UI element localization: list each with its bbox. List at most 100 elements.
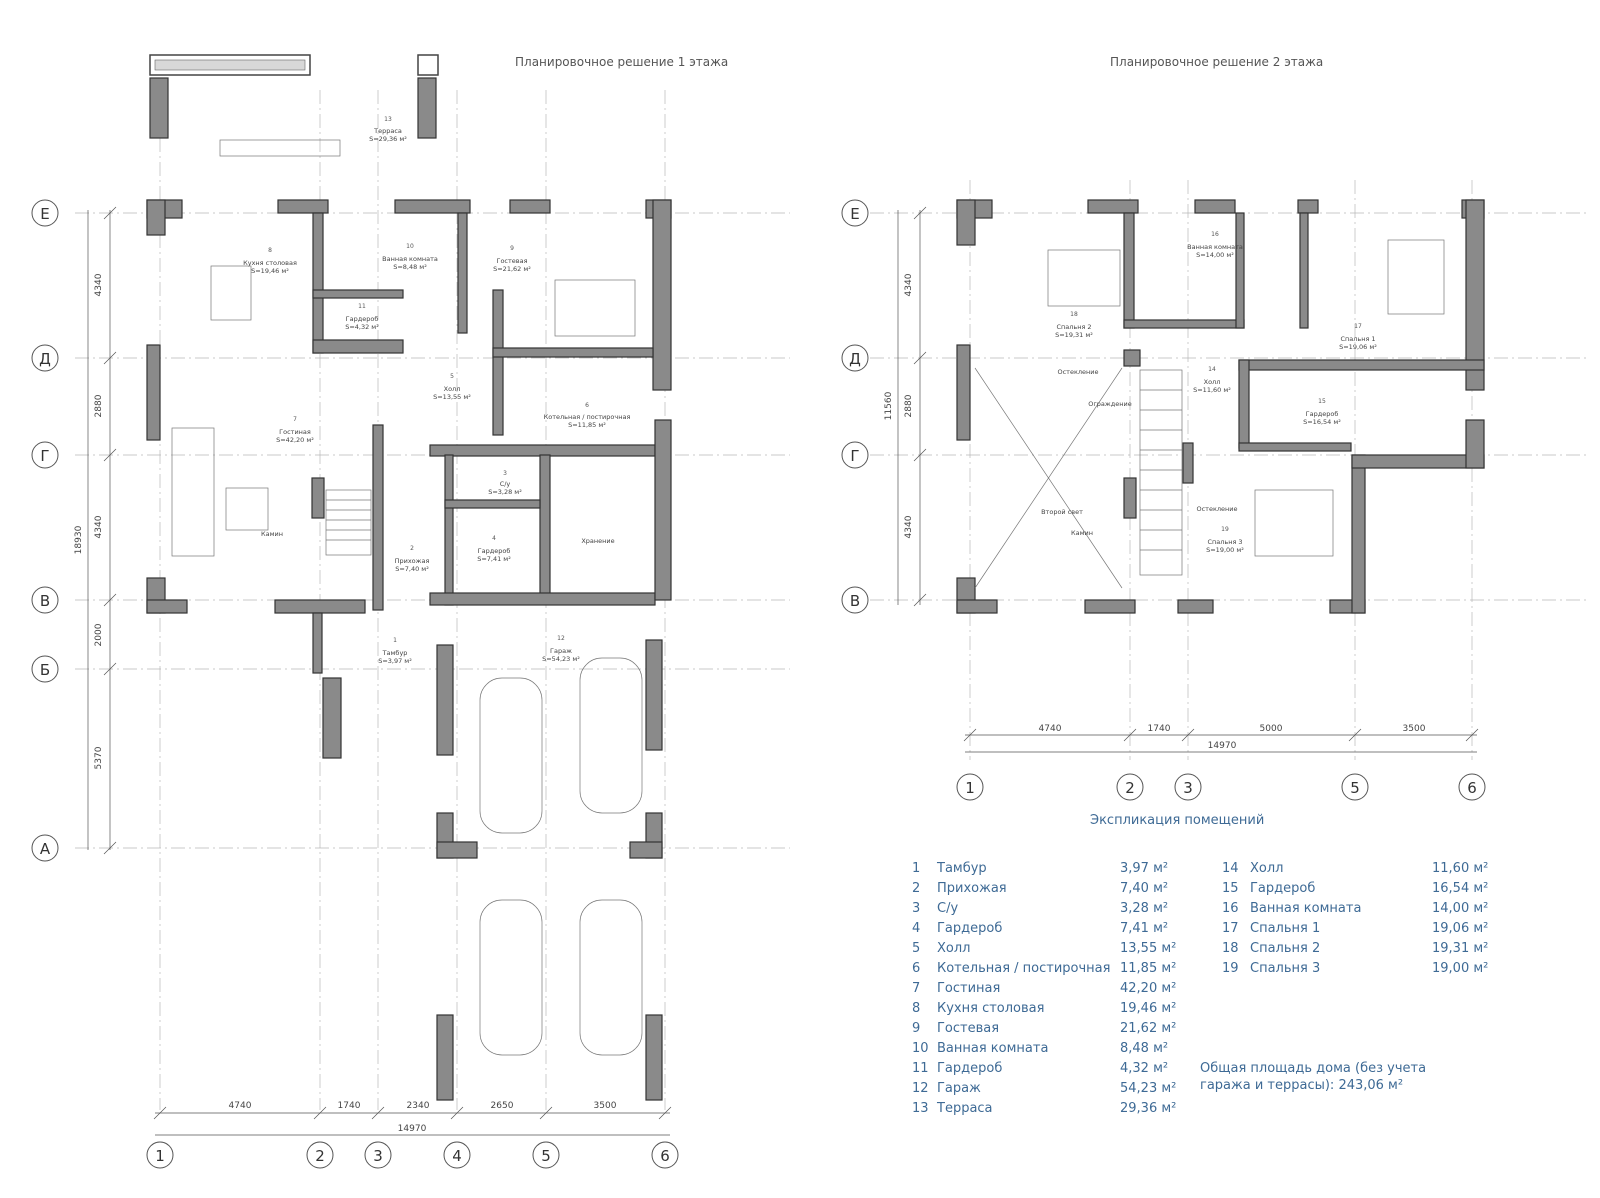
legend-room-name: Спальня 3 bbox=[1250, 961, 1321, 976]
legend-room-area: 13,55 м² bbox=[1120, 941, 1177, 956]
room-number: 7 bbox=[293, 416, 297, 423]
axis-label: 5 bbox=[1350, 779, 1360, 797]
legend-room-name: Холл bbox=[1250, 861, 1284, 876]
legend-room-number: 6 bbox=[912, 961, 921, 976]
room-name: Гостевая bbox=[496, 257, 527, 265]
axis-label: Д bbox=[39, 350, 51, 368]
dimension-label: 5000 bbox=[1260, 724, 1283, 734]
room-area: S=42,20 м² bbox=[276, 436, 314, 444]
room-number: 8 bbox=[268, 247, 272, 254]
room-number: 9 bbox=[510, 245, 514, 252]
legend-room-number: 15 bbox=[1222, 881, 1239, 896]
room-number: 13 bbox=[384, 116, 392, 123]
legend-room-area: 54,23 м² bbox=[1120, 1081, 1177, 1096]
room-name: Прихожая bbox=[395, 557, 430, 565]
legend-room-name: Гостиная bbox=[937, 981, 1001, 996]
legend-room-name: С/у bbox=[937, 901, 959, 916]
legend-title: Экспликация помещений bbox=[1090, 813, 1265, 828]
legend-room-area: 4,32 м² bbox=[1120, 1061, 1169, 1076]
room-name: Гардероб bbox=[346, 315, 379, 323]
legend-room-area: 16,54 м² bbox=[1432, 881, 1489, 896]
floor2-title: Планировочное решение 2 этажа bbox=[1110, 55, 1323, 69]
floor2-row-axes: Е Д Г В bbox=[841, 199, 869, 614]
legend-room-name: Спальня 1 bbox=[1250, 921, 1321, 936]
legend-room-name: Гардероб bbox=[937, 1061, 1003, 1076]
legend-room-area: 3,97 м² bbox=[1120, 861, 1169, 876]
legend-room-name: Кухня столовая bbox=[937, 1001, 1045, 1016]
dimension-label: 3500 bbox=[594, 1101, 617, 1111]
axis-label: 6 bbox=[1467, 779, 1477, 797]
storage-label: Хранение bbox=[581, 537, 614, 545]
room-area: S=19,06 м² bbox=[1339, 343, 1377, 351]
glazing-label: Остекление bbox=[1196, 505, 1237, 513]
legend-room-number: 11 bbox=[912, 1061, 929, 1076]
room-name: Гардероб bbox=[478, 547, 511, 555]
room-number: 16 bbox=[1211, 231, 1219, 238]
room-number: 3 bbox=[503, 470, 507, 477]
floor1-row-axes: Е Д Г В Б А bbox=[31, 199, 59, 862]
dimension-label: 2650 bbox=[491, 1101, 514, 1111]
legend-room-number: 2 bbox=[912, 881, 921, 896]
axis-label: В bbox=[40, 592, 50, 610]
axis-label: 2 bbox=[315, 1147, 325, 1165]
room-area: S=3,97 м² bbox=[378, 657, 412, 665]
room-area: S=3,28 м² bbox=[488, 488, 522, 496]
legend-room-area: 42,20 м² bbox=[1120, 981, 1177, 996]
legend-room-number: 4 bbox=[912, 921, 921, 936]
legend-room-area: 19,46 м² bbox=[1120, 1001, 1177, 1016]
axis-label: 3 bbox=[1183, 779, 1193, 797]
axis-label: 1 bbox=[155, 1147, 165, 1165]
dimension-label: 2880 bbox=[904, 394, 914, 417]
room-name: Тамбур bbox=[382, 649, 408, 657]
floor2-horizontal-dimensions: 4740 1740 5000 3500 14970 bbox=[963, 724, 1479, 753]
room-name: Холл bbox=[444, 385, 461, 393]
room-area: S=29,36 м² bbox=[369, 135, 407, 143]
room-number: 5 bbox=[450, 373, 454, 380]
legend-room-number: 14 bbox=[1222, 861, 1239, 876]
dimension-label: 4340 bbox=[904, 273, 914, 296]
room-area: S=8,48 м² bbox=[393, 263, 427, 271]
room-number: 14 bbox=[1208, 366, 1216, 373]
legend-room-name: Тамбур bbox=[937, 861, 987, 876]
legend-room-name: Гостевая bbox=[937, 1021, 1000, 1036]
room-name: Гардероб bbox=[1306, 410, 1339, 418]
legend-room-name: Терраса bbox=[937, 1101, 993, 1116]
legend-room-area: 19,00 м² bbox=[1432, 961, 1489, 976]
room-number: 2 bbox=[410, 545, 414, 552]
dimension-label: 4740 bbox=[229, 1101, 252, 1111]
axis-label: 1 bbox=[965, 779, 975, 797]
room-area: S=13,55 м² bbox=[433, 393, 471, 401]
total-area-line-2: гаража и террасы): 243,06 м² bbox=[1200, 1078, 1404, 1093]
legend-room-area: 29,36 м² bbox=[1120, 1101, 1177, 1116]
legend-room-area: 21,62 м² bbox=[1120, 1021, 1177, 1036]
room-area: S=4,32 м² bbox=[345, 323, 379, 331]
floor1-horizontal-dimensions: 4740 1740 2340 2650 3500 14970 bbox=[153, 1101, 672, 1136]
room-name: Терраса bbox=[373, 127, 402, 135]
legend-room-area: 7,41 м² bbox=[1120, 921, 1169, 936]
fireplace-label: Камин bbox=[261, 530, 283, 538]
dimension-total: 11560 bbox=[884, 391, 894, 420]
legend-room-area: 11,85 м² bbox=[1120, 961, 1177, 976]
total-area-line-1: Общая площадь дома (без учета bbox=[1200, 1061, 1427, 1076]
dimension-total: 18930 bbox=[74, 525, 84, 554]
legend-room-name: Гардероб bbox=[937, 921, 1003, 936]
legend-room-name: Прихожая bbox=[937, 881, 1007, 896]
floor2-col-axes: 1 2 3 5 6 bbox=[956, 773, 1486, 801]
floor1-room-labels: 13 Терраса S=29,36 м² 8 Кухня столовая S… bbox=[243, 116, 630, 665]
legend-room-area: 7,40 м² bbox=[1120, 881, 1169, 896]
dimension-label: 4340 bbox=[904, 515, 914, 538]
room-area: S=11,85 м² bbox=[568, 421, 606, 429]
dimension-label: 1740 bbox=[338, 1101, 361, 1111]
dimension-label: 5370 bbox=[94, 746, 104, 769]
room-number: 1 bbox=[393, 637, 397, 644]
legend-room-number: 12 bbox=[912, 1081, 929, 1096]
legend-room-number: 16 bbox=[1222, 901, 1239, 916]
legend-room-name: Гардероб bbox=[1250, 881, 1316, 896]
axis-label: Е bbox=[40, 205, 49, 223]
fireplace-label: Камин bbox=[1071, 529, 1093, 537]
legend-room-name: Спальня 2 bbox=[1250, 941, 1321, 956]
room-name: Гараж bbox=[550, 647, 572, 655]
axis-label: Д bbox=[849, 350, 861, 368]
room-name: Кухня столовая bbox=[243, 259, 297, 267]
